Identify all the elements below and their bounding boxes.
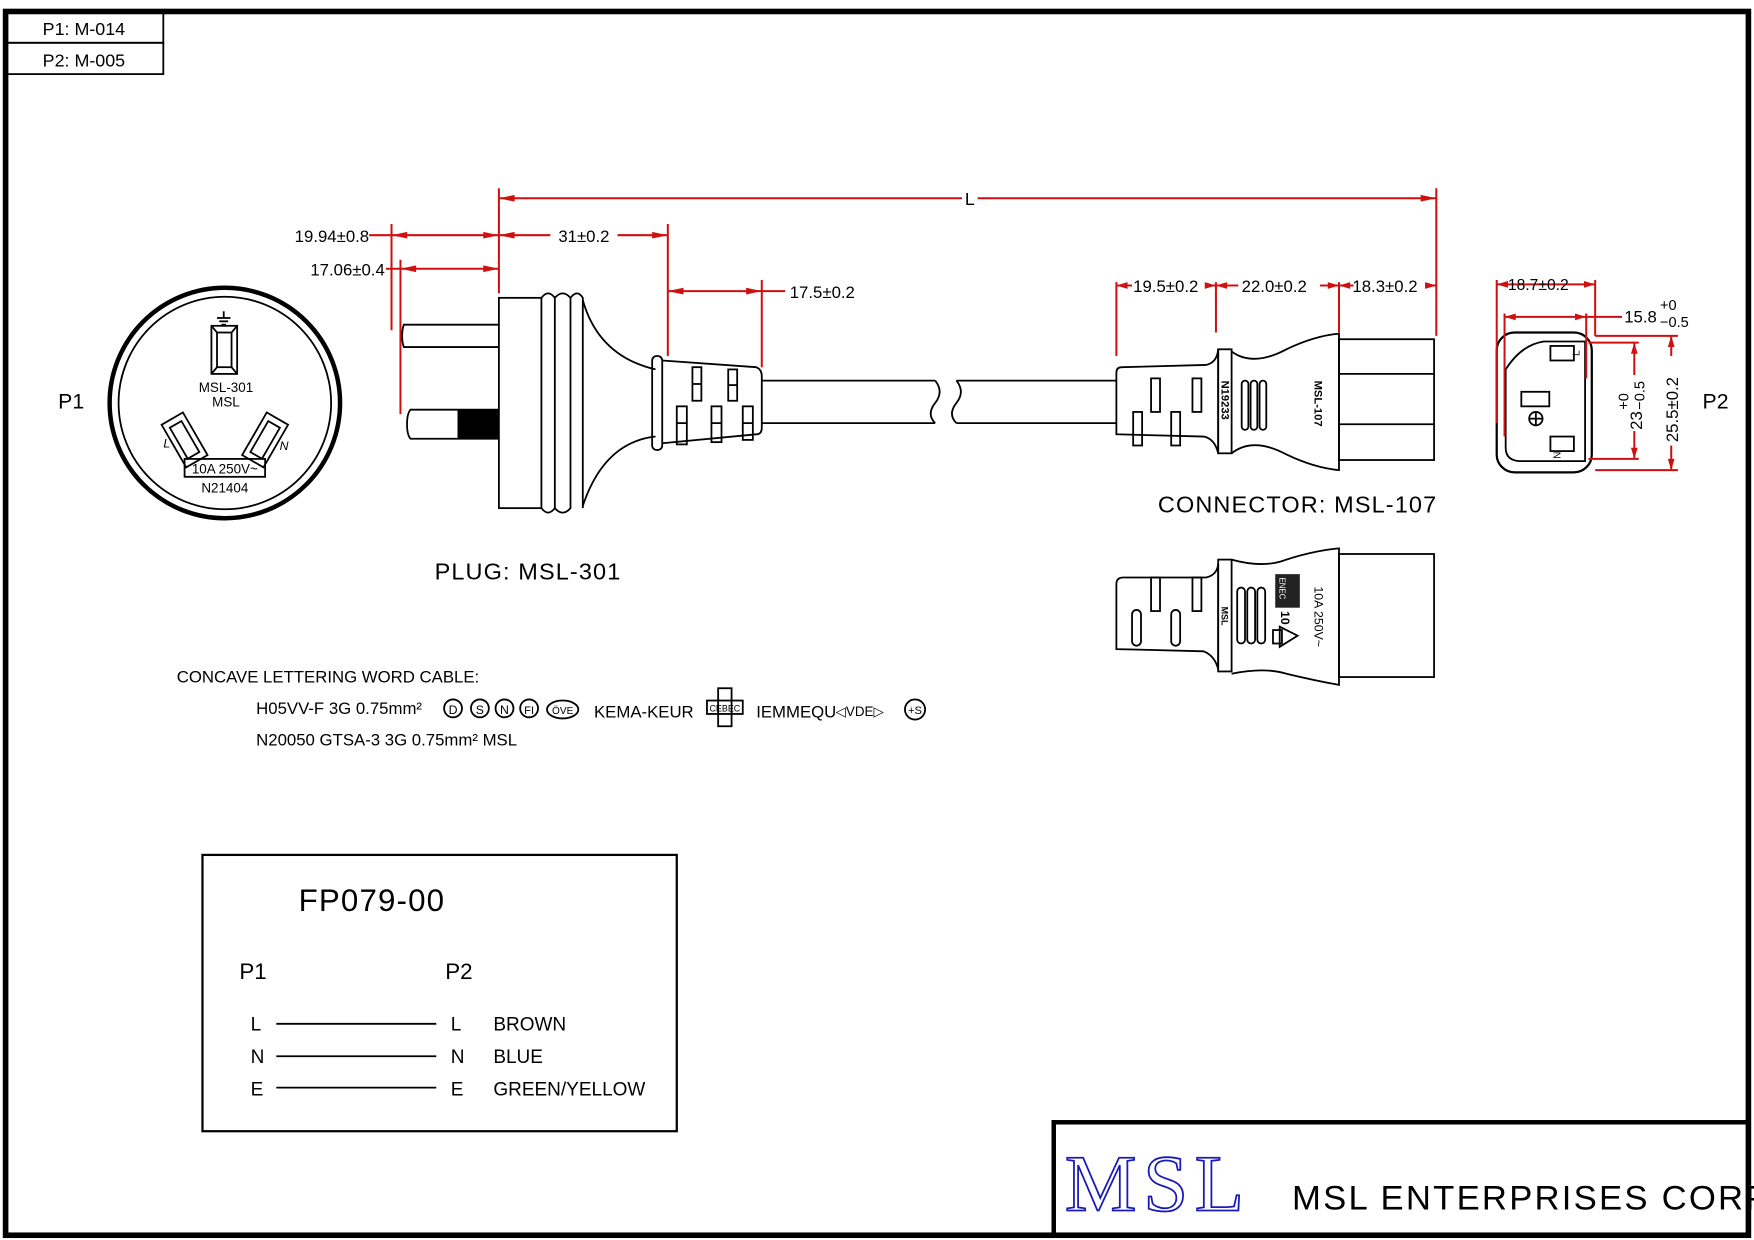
cable-lettering-note: CONCAVE LETTERING WORD CABLE: H05VV-F 3G… bbox=[177, 668, 926, 749]
wire-color: BLUE bbox=[493, 1047, 543, 1068]
plug-face-label: P1 bbox=[58, 390, 84, 414]
certification-marks: D S N FI ÖVE bbox=[443, 698, 580, 720]
svg-text:N: N bbox=[500, 703, 509, 717]
plug-face-view: P1 MSL-301 MSL L bbox=[58, 285, 343, 521]
wiring-table: FP079-00 P1 P2 L L BROWN N N BLUE E E GR… bbox=[201, 853, 678, 1133]
cable-note-line2: N20050 GTSA-3 3G 0.75mm² MSL bbox=[256, 730, 517, 749]
plug-face-model: MSL-301 bbox=[199, 380, 253, 395]
dim-face-outer-width: 18.7±0.2 bbox=[1508, 277, 1569, 294]
connector-caption: CONNECTOR: MSL-107 bbox=[1158, 492, 1437, 518]
p1-reference: P1: M-014 bbox=[43, 19, 126, 39]
connector-cert-text: N19233 bbox=[1219, 381, 1231, 420]
wiring-row: E E GREEN/YELLOW bbox=[251, 1079, 646, 1100]
plug-face-cert: N21404 bbox=[201, 480, 249, 495]
svg-text:CEBEC: CEBEC bbox=[709, 704, 740, 714]
connector-top-rating: 10A 250V~ bbox=[1311, 586, 1325, 647]
iemmequ-text: IEMMEQU bbox=[756, 702, 836, 721]
dim-plug-body: 31±0.2 bbox=[558, 227, 609, 246]
dim-conn-strain: 19.5±0.2 bbox=[1133, 277, 1198, 296]
face-pin-n: N bbox=[1552, 452, 1563, 459]
wire-color: BROWN bbox=[493, 1015, 566, 1036]
svg-text:N: N bbox=[251, 1047, 265, 1068]
wiring-row: L L BROWN bbox=[251, 1015, 567, 1036]
wire-color: GREEN/YELLOW bbox=[493, 1079, 645, 1100]
dim-conn-head: 18.3±0.2 bbox=[1352, 277, 1417, 296]
svg-text:D: D bbox=[449, 703, 458, 717]
dim-face-inner-height: 23 bbox=[1627, 411, 1646, 430]
outer-frame bbox=[2, 8, 1752, 1239]
plug-face-rating: 10A 250V~ bbox=[192, 461, 258, 476]
enec-mark-icon: ENEC 10 bbox=[1272, 574, 1300, 649]
dim-face-inner-width: 15.8 bbox=[1624, 307, 1657, 326]
svg-text:L: L bbox=[451, 1015, 462, 1036]
wiring-p1-header: P1 bbox=[239, 959, 266, 984]
kema-keur-text: KEMA-KEUR bbox=[594, 702, 694, 721]
wiring-row: N N BLUE bbox=[251, 1047, 543, 1068]
cable-note-heading: CONCAVE LETTERING WORD CABLE: bbox=[177, 668, 479, 687]
svg-text:+S: +S bbox=[908, 705, 922, 717]
svg-text:S: S bbox=[476, 703, 484, 717]
connector-model-text: MSL-107 bbox=[1311, 381, 1323, 427]
semko-mark-icon: +S bbox=[904, 698, 926, 721]
earth-pin bbox=[210, 324, 239, 375]
dim-plug-strain: 17.5±0.2 bbox=[790, 283, 855, 302]
earth-ground-icon bbox=[217, 311, 231, 326]
company-name: MSL ENTERPRISES CORP. bbox=[1292, 1180, 1754, 1218]
dim-face-inner-width-tol-minus: −0.5 bbox=[1660, 315, 1689, 331]
dim-overall-length: L bbox=[965, 189, 975, 209]
svg-text:N: N bbox=[451, 1047, 465, 1068]
svg-text:FI: FI bbox=[524, 705, 534, 717]
cable-note-line1-prefix: H05VV-F 3G 0.75mm² bbox=[256, 699, 422, 718]
dim-pin-short: 17.06±0.4 bbox=[310, 260, 384, 279]
dim-conn-grip: 22.0±0.2 bbox=[1242, 277, 1307, 296]
dim-face-inner-height-tol-plus: +0 bbox=[1617, 393, 1633, 410]
dim-face-outer-height: 25.5±0.2 bbox=[1663, 377, 1682, 442]
svg-text:L: L bbox=[251, 1015, 262, 1036]
pin-label-n: N bbox=[280, 439, 289, 453]
reference-block: P1: M-014 P2: M-005 bbox=[4, 10, 165, 76]
company-logo: MSL bbox=[1065, 1140, 1251, 1229]
wiring-p2-header: P2 bbox=[445, 959, 472, 984]
neutral-pin bbox=[240, 411, 290, 469]
live-pin bbox=[160, 411, 209, 469]
cable bbox=[761, 379, 1117, 425]
vde-mark: ◁VDE▷ bbox=[835, 704, 885, 719]
connector-face-view: L N P2 bbox=[1495, 331, 1729, 474]
face-pin-l: L bbox=[1571, 350, 1582, 356]
plug-face-brand: MSL bbox=[212, 394, 240, 409]
connector-top-brand: MSL bbox=[1220, 607, 1230, 626]
cebec-mark-icon: CEBEC bbox=[706, 687, 744, 728]
connector-side-view: N19233 MSL-107 CONNECTOR: MSL-107 bbox=[1115, 332, 1437, 518]
connector-top-view: MSL ENEC 10 10A 250V~ bbox=[1115, 547, 1435, 686]
svg-text:ENEC: ENEC bbox=[1278, 577, 1287, 599]
enec-number: 10 bbox=[1278, 611, 1292, 625]
part-number: FP079-00 bbox=[299, 883, 445, 918]
dim-face-inner-height-tol-minus: −0.5 bbox=[1632, 381, 1648, 410]
connector-face-label: P2 bbox=[1703, 390, 1729, 414]
dim-face-inner-width-tol-plus: +0 bbox=[1660, 298, 1677, 314]
dimension-lines: L 19.94±0.8 17.06±0.4 31±0.2 17.5±0.2 19 bbox=[295, 188, 1689, 472]
dim-pin-long: 19.94±0.8 bbox=[295, 227, 369, 246]
p2-reference: P2: M-005 bbox=[43, 50, 126, 70]
plug-side-view: PLUG: MSL-301 bbox=[401, 292, 763, 585]
svg-text:E: E bbox=[251, 1079, 264, 1100]
earth-symbol-icon bbox=[1528, 411, 1544, 427]
company-title-block: MSL MSL ENTERPRISES CORP. bbox=[1051, 1120, 1754, 1238]
pin-label-l: L bbox=[163, 437, 170, 451]
svg-text:ÖVE: ÖVE bbox=[552, 705, 574, 717]
svg-text:E: E bbox=[451, 1079, 464, 1100]
plug-caption: PLUG: MSL-301 bbox=[435, 559, 622, 585]
